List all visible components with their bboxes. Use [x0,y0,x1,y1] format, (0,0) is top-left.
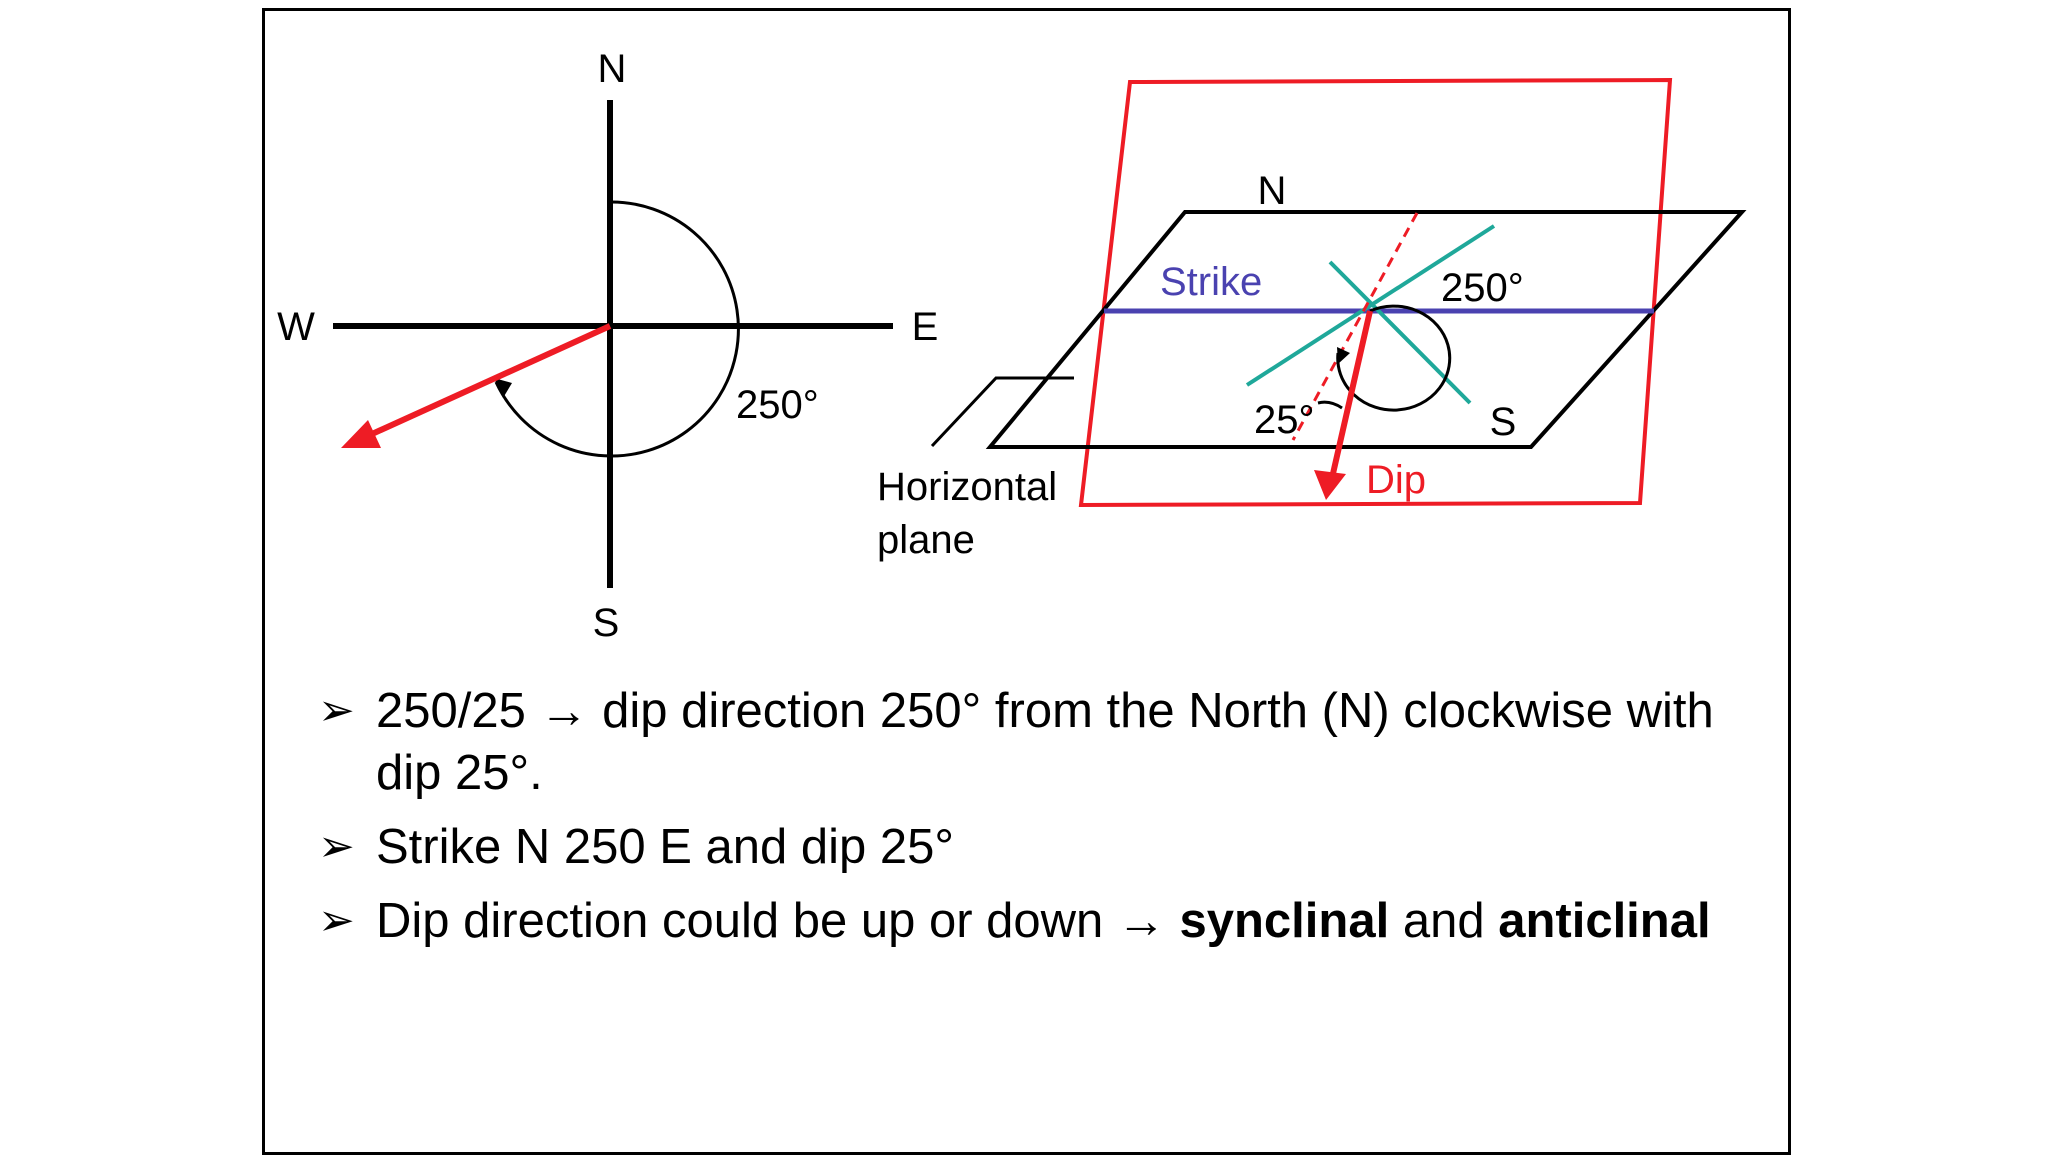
plane-diagram: N S Strike 250° 25° Dip Horizontal plane [877,77,1747,562]
bullet-text-and: and [1389,894,1499,948]
compass-south-label: S [593,601,620,645]
bullet-text-lead: Dip direction could be up or down → [376,894,1180,948]
dip-dashed-line [1291,212,1419,441]
bullet-item: ➢ Strike N 250 E and dip 25° [318,816,1758,878]
teal-ns-line [1328,260,1472,405]
bullet-bold-anticlinal: anticlinal [1498,894,1711,948]
bullet-item: ➢ Dip direction could be up or down → sy… [318,890,1758,952]
arc-arrowhead-icon [494,378,512,398]
compass-diagram: N S W E 250° [277,47,938,645]
compass-dip-arrowhead-icon [341,420,381,448]
dip-angle-label: 25° [1254,398,1315,442]
strike-label: Strike [1160,260,1262,304]
horizontal-plane-leader [930,376,1074,448]
dip-arrow-shaft [1329,310,1373,479]
compass-west-label: W [277,305,315,349]
dip-angle-arc [1317,400,1343,410]
dipping-plane [1078,77,1673,508]
arrow-bullet-icon: ➢ [318,686,355,735]
arrow-bullet-icon: ➢ [318,822,355,871]
teal-cross-line [1245,224,1496,387]
horizontal-plane-label-line2: plane [877,518,975,562]
bullet-bold-synclinal: synclinal [1179,894,1390,948]
bullet-text: 250/25 → dip direction 250° from the Nor… [376,684,1714,800]
horizontal-plane [985,210,1747,449]
plane-north-label: N [1258,169,1287,213]
compass-angle-arc [494,200,740,458]
plane-south-label: S [1490,400,1517,444]
dip-arrowhead-icon [1314,470,1346,500]
compass-dip-arrow-shaft [370,323,612,437]
dip-label: Dip [1366,458,1426,502]
plane-arc-arrowhead-icon [1337,347,1350,364]
compass-north-label: N [598,47,627,91]
arrow-bullet-icon: ➢ [318,896,355,945]
horizontal-plane-label-line1: Horizontal [877,465,1057,509]
bullet-list: ➢ 250/25 → dip direction 250° from the N… [318,680,1758,964]
compass-angle-label: 250° [736,383,819,427]
slide-frame [262,8,1791,1155]
bullet-text: Strike N 250 E and dip 25° [376,820,954,874]
plane-angle-arc [1336,304,1452,412]
bullet-item: ➢ 250/25 → dip direction 250° from the N… [318,680,1758,804]
compass-east-label: E [912,305,939,349]
plane-angle-label: 250° [1441,266,1524,310]
